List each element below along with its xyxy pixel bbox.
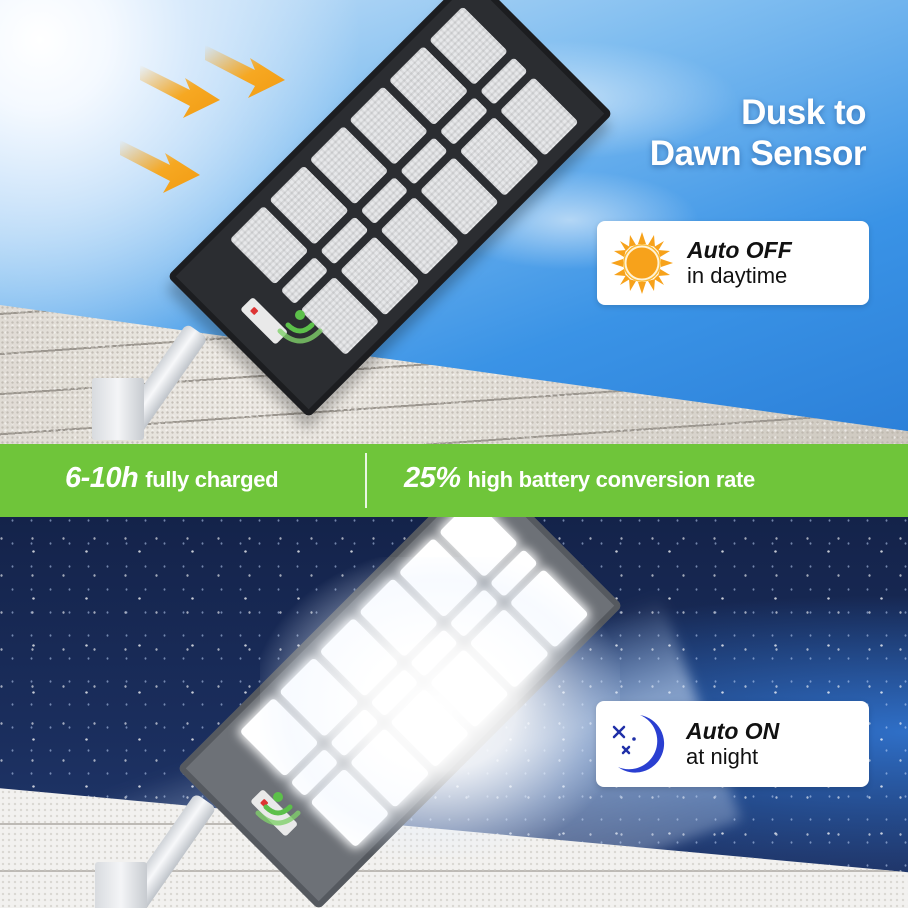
wall-bracket [92, 378, 144, 440]
feature-text: high battery conversion rate [467, 467, 756, 492]
conversion-rate-feature: 25% high battery conversion rate [404, 462, 755, 495]
motion-sensor-wave-icon [255, 792, 301, 826]
feature-text: fully charged [145, 467, 279, 492]
headline-line-1: Dusk to [741, 93, 866, 132]
sunlight-arrow-icon [140, 65, 220, 118]
headline-line-2: Dawn Sensor [649, 134, 867, 174]
sun-icon [597, 223, 687, 303]
charge-time-feature: 6-10h fully charged [65, 462, 279, 495]
badge-title: Auto OFF [687, 236, 792, 263]
wall-bracket [95, 862, 147, 908]
day-panel: Dusk to Dawn Sensor [0, 0, 908, 445]
page-title: Dusk to Dawn Sensor [649, 92, 867, 175]
auto-off-badge: Auto OFF in daytime [597, 221, 869, 305]
badge-subtitle: at night [686, 743, 759, 769]
divider [365, 453, 367, 508]
sunlight-arrow-icon [120, 140, 200, 193]
moon-stars-icon [596, 704, 686, 784]
badge-title: Auto ON [686, 717, 780, 744]
badge-subtitle: in daytime [687, 262, 788, 288]
feature-highlight: 6-10h [65, 462, 139, 494]
motion-sensor-wave-icon [277, 310, 323, 344]
feature-highlight: 25% [404, 462, 461, 494]
feature-band: 6-10h fully charged 25% high battery con… [0, 444, 908, 517]
light-glow [260, 557, 620, 857]
sunlight-arrow-icon [205, 45, 285, 98]
auto-on-badge: Auto ON at night [596, 701, 869, 787]
